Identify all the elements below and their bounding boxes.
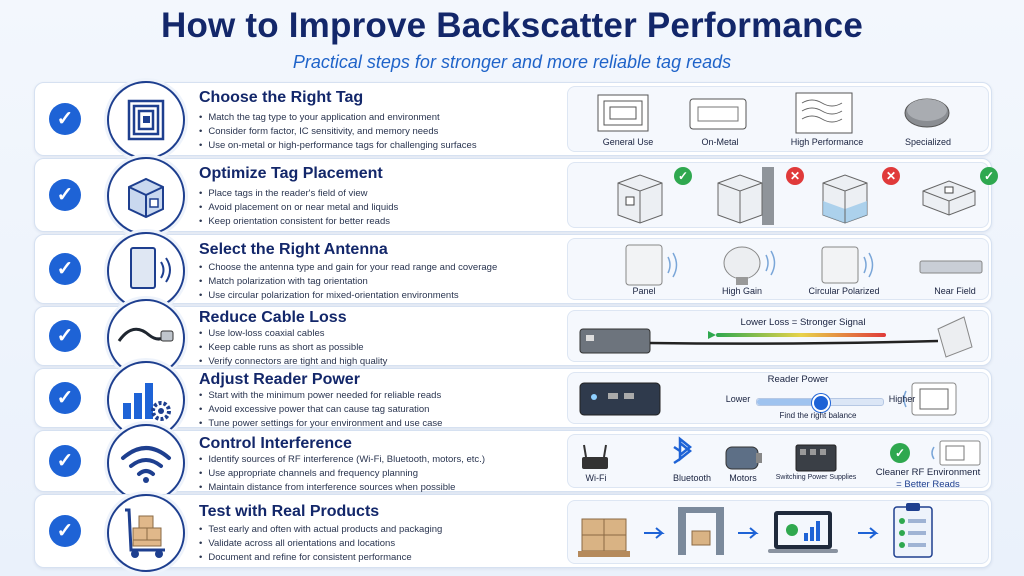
error-icon: ✕ — [882, 167, 900, 185]
ok-icon: ✓ — [980, 167, 998, 185]
power-caption: Find the right balance — [779, 411, 857, 420]
bullet: Maintain distance from interference sour… — [199, 481, 485, 495]
power-high-label: Higher — [888, 394, 916, 404]
check-icon: ✓ — [49, 103, 81, 135]
tag-types-panel: General Use On-Metal High Performance Sp… — [567, 86, 989, 152]
tag-label: Specialized — [904, 137, 952, 147]
ok-icon: ✓ — [674, 167, 692, 185]
bullet: Start with the minimum power needed for … — [199, 389, 442, 403]
bullet: Consider form factor, IC sensitivity, an… — [199, 125, 477, 139]
cable-loss-label: Lower Loss = Stronger Signal — [740, 317, 866, 328]
check-icon: ✓ — [49, 382, 81, 414]
bullet: Use circular polarization for mixed-orie… — [199, 289, 497, 303]
step-bullets: Use low-loss coaxial cables Keep cable r… — [199, 327, 387, 369]
reader-power-title: Reader Power — [767, 374, 829, 385]
antenna-icon — [107, 232, 185, 310]
tag-label: On-Metal — [701, 137, 739, 147]
check-icon: ✓ — [49, 445, 81, 477]
power-slider-fill — [757, 399, 820, 405]
bullet: Keep orientation consistent for better r… — [199, 215, 398, 229]
error-icon: ✕ — [786, 167, 804, 185]
step-bullets: Choose the antenna type and gain for you… — [199, 261, 497, 303]
power-low-label: Lower — [725, 394, 751, 404]
source-label: Bluetooth — [672, 473, 712, 483]
placement-panel: ✓ ✕ ✕ ✓ — [567, 162, 998, 228]
bullet: Validate across all orientations and loc… — [199, 537, 442, 551]
antenna-panel: Panel High Gain Circular Polarized Near … — [567, 238, 989, 300]
check-icon: ✓ — [49, 515, 81, 547]
step-heading: Control Interference — [199, 435, 352, 452]
source-label: Motors — [729, 473, 757, 483]
hand-truck-boxes-icon — [107, 494, 185, 572]
box-with-tag-icon — [107, 157, 185, 235]
bullet: Match polarization with tag orientation — [199, 275, 497, 289]
step-row-antenna: ✓ Select the Right Antenna Choose the an… — [34, 232, 992, 310]
bullet: Tune power settings for your environment… — [199, 417, 442, 431]
test-workflow-illustration — [578, 503, 933, 558]
bullet: Use appropriate channels and frequency p… — [199, 467, 485, 481]
page-subtitle: Practical steps for stronger and more re… — [292, 52, 732, 72]
step-bullets: Start with the minimum power needed for … — [199, 389, 442, 431]
bullet: Identify sources of RF interference (Wi-… — [199, 453, 485, 467]
step-heading: Adjust Reader Power — [199, 371, 360, 388]
test-panel — [567, 500, 989, 564]
step-heading: Reduce Cable Loss — [199, 309, 347, 326]
tag-types-illustration — [597, 92, 950, 134]
antenna-illustration — [625, 244, 983, 286]
ok-icon: ✓ — [890, 443, 910, 463]
step-bullets: Match the tag type to your application a… — [199, 111, 477, 153]
check-icon: ✓ — [49, 253, 81, 285]
bullet: Avoid placement on or near metal and liq… — [199, 201, 398, 215]
step-bullets: Place tags in the reader's field of view… — [199, 187, 398, 229]
interference-panel: ✓ Wi-Fi Bluetooth Motors Switching Power… — [567, 434, 989, 490]
step-row-interference: ✓ Control Interference Identify sources … — [34, 424, 992, 502]
rfid-tag-icon — [107, 81, 185, 159]
source-label: Switching Power Supplies — [775, 474, 857, 481]
antenna-label: High Gain — [721, 286, 763, 296]
bullet: Avoid excessive power that can cause tag… — [199, 403, 442, 417]
step-bullets: Test early and often with actual product… — [199, 523, 442, 565]
bullet: Choose the antenna type and gain for you… — [199, 261, 497, 275]
power-slider-knob[interactable] — [812, 394, 830, 412]
antenna-label: Circular Polarized — [808, 286, 880, 296]
page-title: How to Improve Backscatter Performance — [160, 6, 863, 45]
bullet: Match the tag type to your application a… — [199, 111, 477, 125]
reader-power-panel: Reader Power Lower Higher Find the right… — [567, 372, 989, 424]
step-row-choose-tag: ✓ Choose the Right Tag Match the tag typ… — [34, 81, 992, 159]
step-row-reader-power: ✓ Adjust Reader Power Start with the min… — [34, 361, 992, 439]
bullet: Test early and often with actual product… — [199, 523, 442, 537]
reader-illustration — [579, 382, 957, 416]
antenna-label: Panel — [632, 286, 656, 296]
cable-illustration — [579, 316, 973, 358]
bullet: Keep cable runs as short as possible — [199, 341, 387, 355]
step-row-cable-loss: ✓ Reduce Cable Loss Use low-loss coaxial… — [34, 299, 992, 377]
power-slider-track[interactable] — [756, 394, 884, 412]
step-row-test-products: ✓ Test with Real Products Test early and… — [34, 494, 992, 572]
tag-label: High Performance — [790, 137, 864, 147]
bullet: Document and refine for consistent perfo… — [199, 551, 442, 565]
antenna-label: Near Field — [934, 286, 976, 296]
tag-label: General Use — [602, 137, 654, 147]
step-heading: Test with Real Products — [199, 503, 380, 520]
step-bullets: Identify sources of RF interference (Wi-… — [199, 453, 485, 495]
check-icon: ✓ — [49, 179, 81, 211]
bullet: Verify connectors are tight and high qua… — [199, 355, 387, 369]
bullet: Place tags in the reader's field of view — [199, 187, 398, 201]
step-row-tag-placement: ✓ Optimize Tag Placement Place tags in t… — [34, 157, 998, 235]
cable-panel: Lower Loss = Stronger Signal — [567, 310, 989, 362]
source-label: Wi-Fi — [585, 473, 607, 483]
result-line-1: Cleaner RF Environment — [875, 467, 981, 478]
step-heading: Choose the Right Tag — [199, 89, 364, 106]
step-heading: Select the Right Antenna — [199, 241, 388, 258]
placement-illustration — [617, 167, 976, 225]
bullet: Use on-metal or high-performance tags fo… — [199, 139, 476, 153]
step-heading: Optimize Tag Placement — [199, 165, 383, 182]
check-icon: ✓ — [49, 320, 81, 352]
wifi-icon — [107, 424, 185, 502]
bullet: Use low-loss coaxial cables — [199, 327, 387, 341]
interference-illustration — [582, 436, 981, 472]
result-line-2: = Better Reads — [896, 479, 960, 490]
